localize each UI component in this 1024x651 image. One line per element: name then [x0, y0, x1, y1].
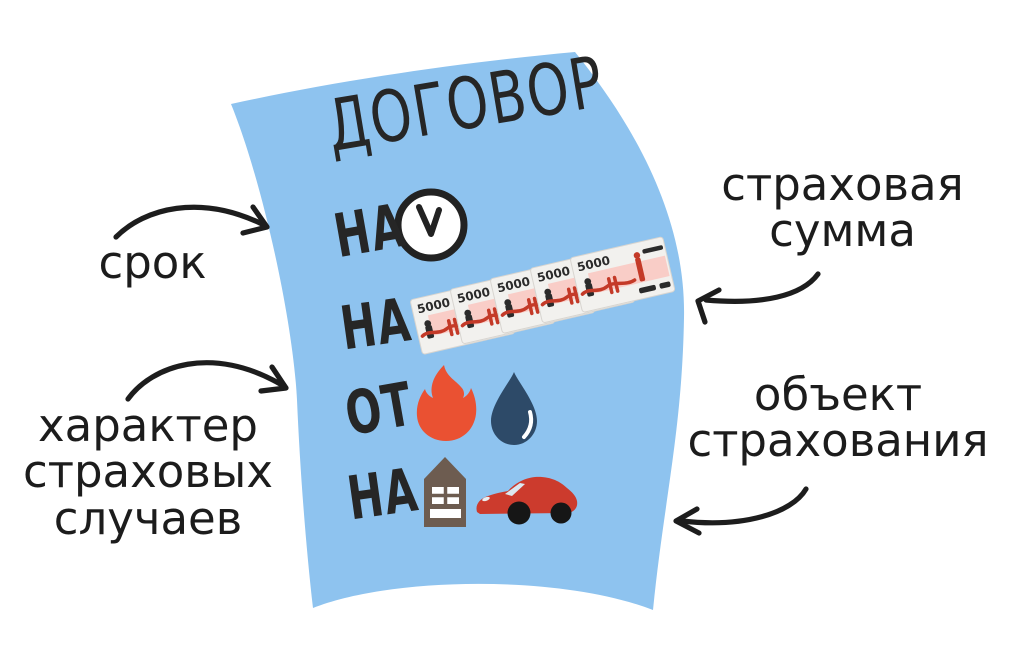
preposition-cases: ОТ [340, 369, 419, 451]
label-line: страховых [23, 445, 273, 499]
arrow-sum-icon [695, 271, 821, 325]
label-insured-events: характер страховых случаев [12, 399, 284, 545]
preposition-term: НА [329, 190, 411, 273]
preposition-sum: НА [336, 285, 416, 365]
arrow-object-icon [673, 486, 809, 536]
preposition-object: НА [343, 455, 423, 535]
label-term: срок [50, 236, 255, 289]
arrow-cases-icon [125, 360, 289, 402]
label-line: объект [753, 368, 923, 421]
label-line: характер [38, 399, 258, 452]
label-line: страхования [687, 414, 989, 468]
fire-icon [416, 365, 477, 441]
label-line: страховая [721, 158, 964, 211]
label-line: случаев [53, 491, 243, 545]
car-icon [476, 476, 578, 525]
house-icon [424, 457, 466, 527]
label-line: срок [98, 236, 207, 289]
label-insurance-object: объект страхования [652, 368, 1024, 468]
water-drop-icon [491, 372, 537, 445]
clock-icon [394, 188, 468, 262]
label-insurance-sum: страховая сумма [700, 158, 985, 258]
arrow-term-icon [113, 204, 270, 240]
label-line: сумма [769, 204, 916, 258]
